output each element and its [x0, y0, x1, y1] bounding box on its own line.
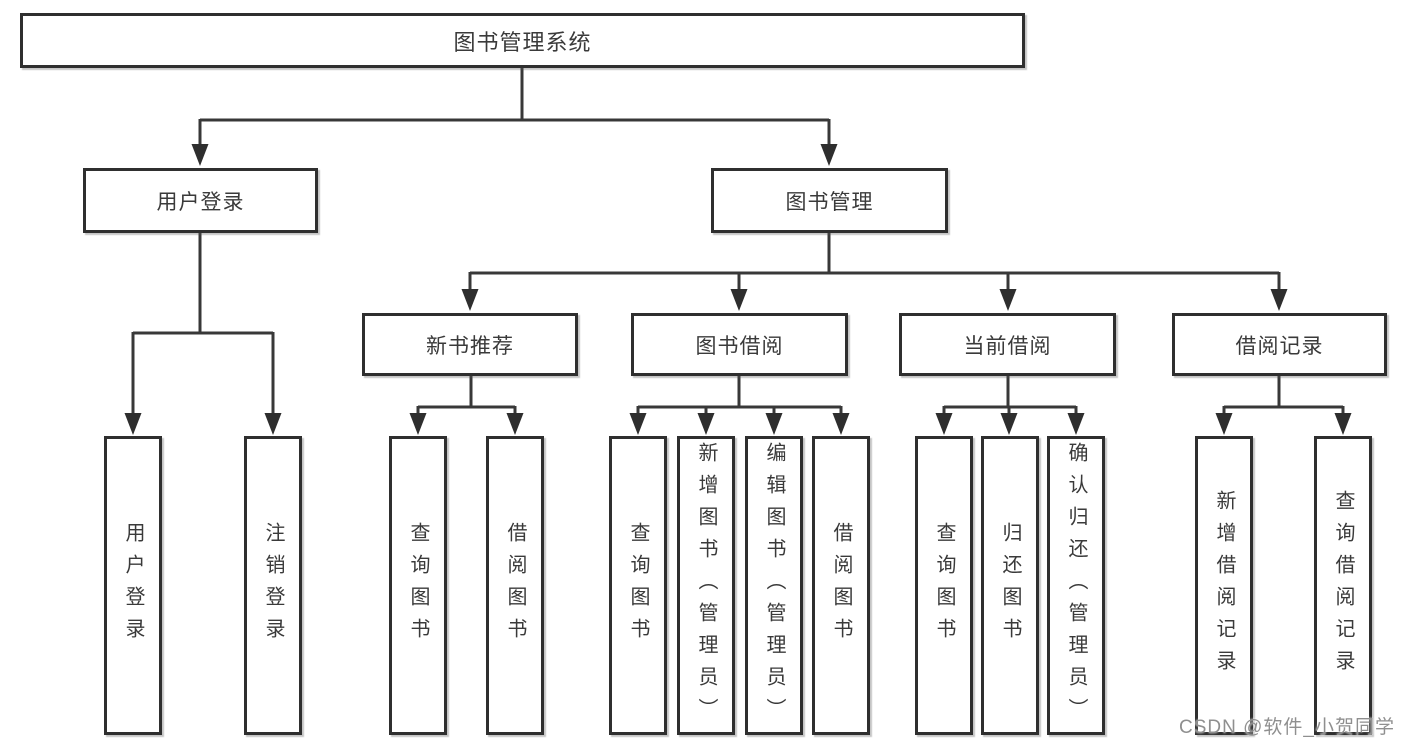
node-borrowing-records-label: 借阅记录 — [1235, 334, 1324, 358]
leaf-cb-confirm-return: 确认归还（管理员） — [1047, 436, 1105, 735]
node-book-borrowing-label: 图书借阅 — [695, 334, 784, 358]
arrowhead — [629, 413, 647, 435]
arrowhead — [1334, 413, 1352, 435]
node-book-borrowing: 图书借阅 — [631, 313, 848, 376]
leaf-bb-query-books-label: 查询图书 — [627, 521, 649, 650]
edge-group-root — [191, 68, 838, 166]
node-user-login: 用户登录 — [83, 168, 318, 233]
arrowhead — [1067, 413, 1085, 435]
arrowhead — [461, 289, 479, 311]
leaf-cb-return-books-label: 归还图书 — [999, 521, 1021, 650]
edge-group-book-borrowing — [629, 376, 850, 435]
node-user-login-label: 用户登录 — [156, 190, 245, 214]
node-borrowing-records: 借阅记录 — [1172, 313, 1387, 376]
node-root-label: 图书管理系统 — [453, 29, 592, 55]
leaf-br-add-record: 新增借阅记录 — [1195, 436, 1253, 735]
leaf-bb-edit-books: 编辑图书（管理员） — [745, 436, 803, 735]
edge-group-user-login — [124, 233, 282, 435]
leaf-nbr-query-books: 查询图书 — [389, 436, 447, 735]
leaf-nbr-borrow-books: 借阅图书 — [486, 436, 544, 735]
edge-group-borrowing-records — [1215, 376, 1352, 435]
node-book-management-label: 图书管理 — [785, 190, 874, 214]
leaf-nbr-query-books-label: 查询图书 — [407, 521, 429, 650]
arrowhead — [264, 413, 282, 435]
edge-group-book-management — [461, 233, 1288, 311]
edge-group-current-borrowing — [935, 376, 1085, 435]
node-new-book-recommend: 新书推荐 — [362, 313, 578, 376]
arrowhead — [124, 413, 142, 435]
arrowhead — [820, 144, 838, 166]
leaf-cb-return-books: 归还图书 — [981, 436, 1039, 735]
arrowhead — [409, 413, 427, 435]
node-current-borrowing-label: 当前借阅 — [963, 334, 1052, 358]
leaf-user-login-label: 用户登录 — [122, 521, 144, 650]
csdn-watermark: CSDN @软件_小贺同学 — [1179, 717, 1395, 738]
edge-group-new-book-recommend — [409, 376, 524, 435]
leaf-br-add-record-label: 新增借阅记录 — [1213, 489, 1235, 682]
leaf-bb-borrow-books-label: 借阅图书 — [830, 521, 852, 650]
arrowhead — [999, 289, 1017, 311]
arrowhead — [1000, 413, 1018, 435]
leaf-logout-label: 注销登录 — [262, 521, 284, 650]
arrowhead — [1215, 413, 1233, 435]
arrowhead — [191, 144, 209, 166]
arrowhead — [765, 413, 783, 435]
arrowhead — [832, 413, 850, 435]
arrowhead — [506, 413, 524, 435]
leaf-bb-edit-books-label: 编辑图书（管理员） — [763, 441, 785, 730]
leaf-cb-confirm-return-label: 确认归还（管理员） — [1065, 441, 1087, 730]
leaf-cb-query-books: 查询图书 — [915, 436, 973, 735]
node-root: 图书管理系统 — [20, 13, 1025, 68]
leaf-user-login: 用户登录 — [104, 436, 162, 735]
arrowhead — [697, 413, 715, 435]
leaf-logout: 注销登录 — [244, 436, 302, 735]
arrowhead — [730, 289, 748, 311]
leaf-br-query-record: 查询借阅记录 — [1314, 436, 1372, 735]
node-book-management: 图书管理 — [711, 168, 948, 233]
arrowhead — [935, 413, 953, 435]
leaf-bb-add-books: 新增图书（管理员） — [677, 436, 735, 735]
leaf-bb-query-books: 查询图书 — [609, 436, 667, 735]
node-new-book-recommend-label: 新书推荐 — [426, 334, 514, 358]
leaf-bb-borrow-books: 借阅图书 — [812, 436, 870, 735]
leaf-br-query-record-label: 查询借阅记录 — [1332, 489, 1354, 682]
arrowhead — [1270, 289, 1288, 311]
node-current-borrowing: 当前借阅 — [899, 313, 1116, 376]
leaf-nbr-borrow-books-label: 借阅图书 — [504, 521, 526, 650]
leaf-bb-add-books-label: 新增图书（管理员） — [695, 441, 717, 730]
leaf-cb-query-books-label: 查询图书 — [933, 521, 955, 650]
